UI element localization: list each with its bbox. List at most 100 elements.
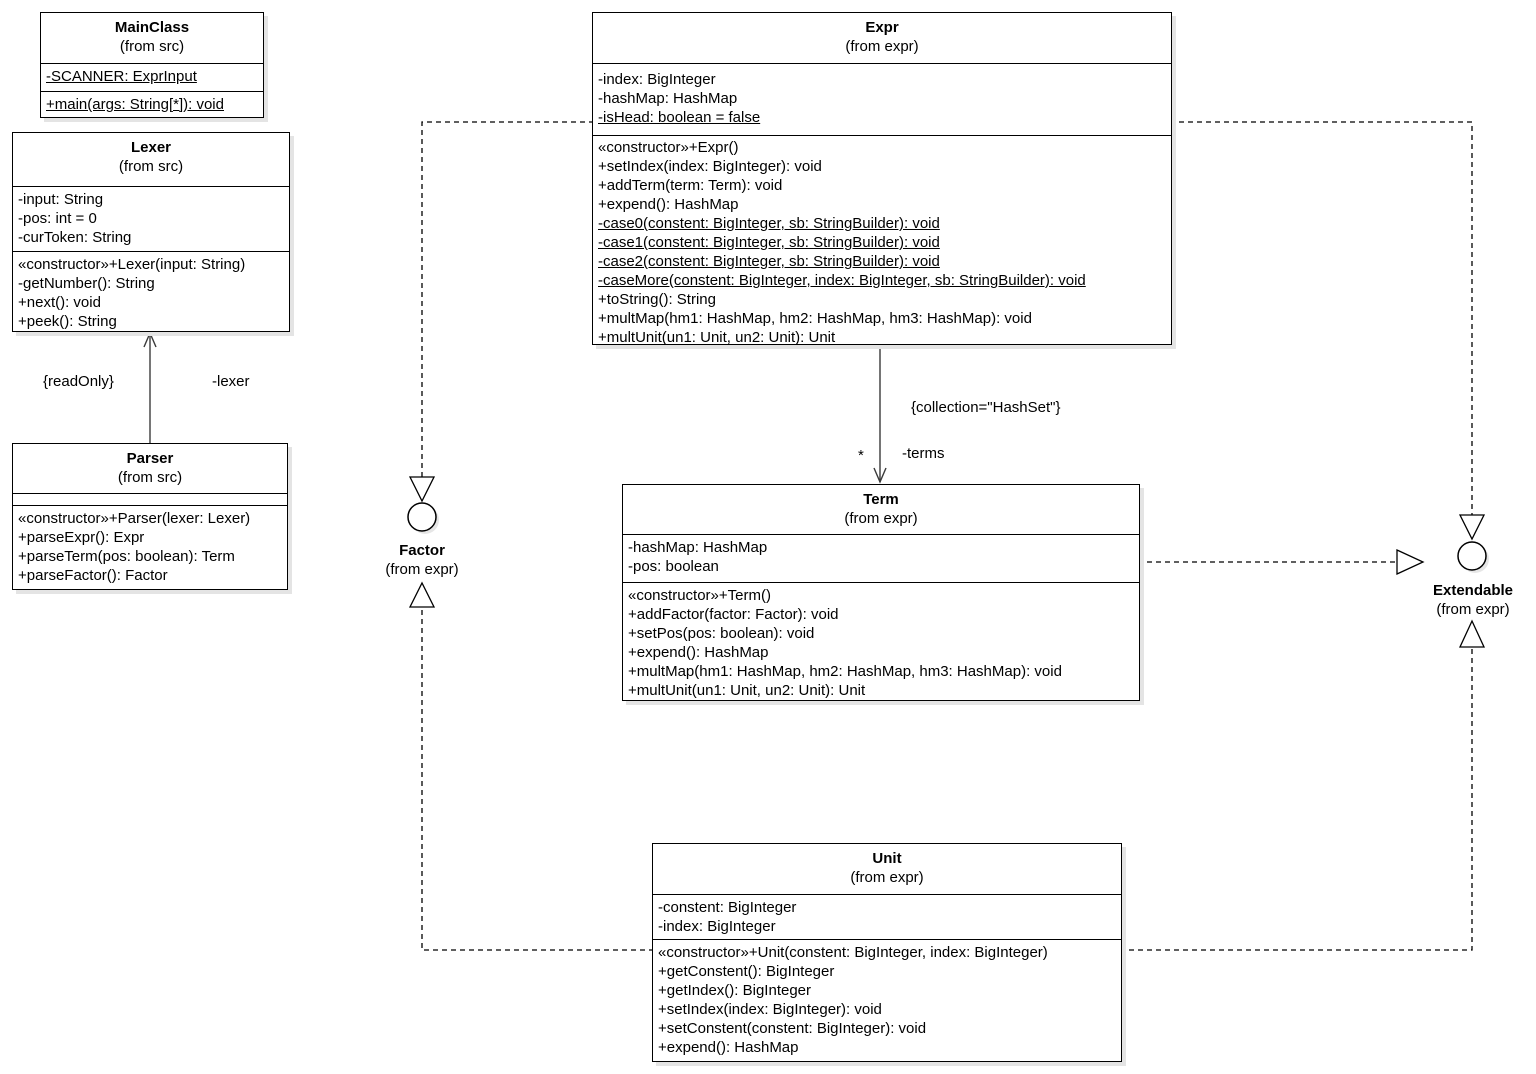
- class-package: (from expr): [845, 38, 919, 55]
- method-line: +peek(): String: [18, 313, 117, 330]
- method-line: +parseFactor(): Factor: [18, 567, 168, 584]
- method-line: «constructor»+Expr(): [598, 139, 739, 156]
- methods-compartment: «constructor»+Lexer(input: String) -getN…: [13, 251, 289, 333]
- method-line: +expend(): HashMap: [628, 644, 769, 661]
- unit-extendable-realization: [1120, 647, 1473, 951]
- class-box-unit[interactable]: Unit (from expr) -constent: BigInteger -…: [652, 843, 1122, 1062]
- attribute-line: -index: BigInteger: [658, 918, 776, 935]
- method-line: «constructor»+Parser(lexer: Lexer): [18, 510, 251, 527]
- method-line: +addTerm(term: Term): void: [598, 177, 783, 194]
- attribute-line: -isHead: boolean = false: [598, 109, 761, 126]
- method-line: +next(): void: [18, 294, 101, 311]
- attribute-line: -SCANNER: ExprInput: [46, 68, 197, 85]
- attributes-compartment: [13, 493, 287, 505]
- interface-extendable-label[interactable]: Extendable (from expr): [1399, 581, 1536, 619]
- class-header: Lexer (from src): [13, 133, 289, 186]
- extendable-interface-circle[interactable]: [1457, 541, 1487, 571]
- method-line: -case2(constent: BigInteger, sb: StringB…: [598, 253, 940, 270]
- method-line: +getIndex(): BigInteger: [658, 982, 812, 999]
- methods-compartment: «constructor»+Term() +addFactor(factor: …: [623, 582, 1139, 700]
- method-line: -case1(constent: BigInteger, sb: StringB…: [598, 234, 940, 251]
- class-name: Parser: [126, 450, 174, 467]
- constraint-readonly-label: {readOnly}: [43, 373, 114, 390]
- attributes-compartment: -index: BigInteger -hashMap: HashMap -is…: [593, 63, 1171, 135]
- method-line: +setIndex(index: BigInteger): void: [658, 1001, 882, 1018]
- attribute-line: -pos: int = 0: [18, 210, 97, 227]
- method-line: +multUnit(un1: Unit, un2: Unit): Unit: [598, 329, 836, 344]
- method-line: +main(args: String[*]): void: [46, 96, 224, 113]
- method-line: «constructor»+Lexer(input: String): [18, 256, 246, 273]
- class-header: Unit (from expr): [653, 844, 1121, 894]
- method-line: +addFactor(factor: Factor): void: [628, 606, 839, 623]
- attributes-compartment: -input: String -pos: int = 0 -curToken: …: [13, 186, 289, 251]
- expr-factor-realization: [421, 121, 594, 477]
- attribute-line: -index: BigInteger: [598, 71, 716, 88]
- attribute-line: -hashMap: HashMap: [598, 90, 738, 107]
- methods-compartment: +main(args: String[*]): void: [41, 91, 263, 119]
- attributes-compartment: -hashMap: HashMap -pos: boolean: [623, 534, 1139, 582]
- class-package: (from src): [118, 158, 184, 175]
- class-box-lexer[interactable]: Lexer (from src) -input: String -pos: in…: [12, 132, 290, 332]
- class-name: Term: [863, 491, 899, 508]
- class-box-term[interactable]: Term (from expr) -hashMap: HashMap -pos:…: [622, 484, 1140, 701]
- methods-compartment: «constructor»+Expr() +setIndex(index: Bi…: [593, 135, 1171, 344]
- method-line: «constructor»+Term(): [628, 587, 771, 604]
- method-line: +multMap(hm1: HashMap, hm2: HashMap, hm3…: [598, 310, 1032, 327]
- attribute-line: -constent: BigInteger: [658, 899, 797, 916]
- method-line: +expend(): HashMap: [598, 196, 739, 213]
- method-line: «constructor»+Unit(constent: BigInteger,…: [658, 944, 1048, 961]
- interface-package: (from expr): [385, 561, 459, 578]
- method-line: -case0(constent: BigInteger, sb: StringB…: [598, 215, 940, 232]
- method-line: +setConstent(constent: BigInteger): void: [658, 1020, 927, 1037]
- role-lexer-label: -lexer: [212, 373, 250, 390]
- class-name: MainClass: [114, 19, 190, 36]
- class-package: (from src): [119, 38, 185, 55]
- attribute-line: -hashMap: HashMap: [628, 539, 768, 556]
- method-line: +parseTerm(pos: boolean): Term: [18, 548, 235, 565]
- role-terms-label: -terms: [902, 445, 945, 462]
- attributes-compartment: -SCANNER: ExprInput: [41, 63, 263, 91]
- arrowhead-to-lexer: [143, 331, 157, 348]
- interface-name: Extendable: [1432, 582, 1514, 599]
- interface-package: (from expr): [1436, 601, 1510, 618]
- method-line: -getNumber(): String: [18, 275, 155, 292]
- class-header: Expr (from expr): [593, 13, 1171, 63]
- class-name: Lexer: [130, 139, 172, 156]
- unit-factor-realization: [421, 607, 654, 951]
- realization-triangle-factor-top: [408, 476, 436, 503]
- class-box-parser[interactable]: Parser (from src) «constructor»+Parser(l…: [12, 443, 288, 590]
- attribute-line: -input: String: [18, 191, 104, 208]
- arrowhead-to-term: [873, 467, 887, 484]
- attributes-compartment: -constent: BigInteger -index: BigInteger: [653, 894, 1121, 939]
- method-line: +expend(): HashMap: [658, 1039, 799, 1056]
- method-line: -caseMore(constent: BigInteger, index: B…: [598, 272, 1086, 289]
- method-line: +parseExpr(): Expr: [18, 529, 145, 546]
- realization-triangle-extendable-bottom: [1458, 619, 1486, 648]
- realization-triangle-extendable-left: [1396, 548, 1425, 576]
- class-package: (from expr): [850, 869, 924, 886]
- factor-interface-circle[interactable]: [407, 502, 437, 532]
- realization-triangle-extendable-top: [1458, 514, 1486, 541]
- method-line: +setIndex(index: BigInteger): void: [598, 158, 822, 175]
- class-header: Term (from expr): [623, 485, 1139, 534]
- attribute-line: -curToken: String: [18, 229, 132, 246]
- realization-triangle-factor-bottom: [408, 581, 436, 608]
- method-line: +multMap(hm1: HashMap, hm2: HashMap, hm3…: [628, 663, 1062, 680]
- multiplicity-star-label: *: [858, 447, 864, 464]
- method-line: +setPos(pos: boolean): void: [628, 625, 815, 642]
- attribute-line: -pos: boolean: [628, 558, 719, 575]
- class-package: (from expr): [844, 510, 918, 527]
- class-package: (from src): [117, 469, 183, 486]
- interface-name: Factor: [399, 542, 445, 559]
- interface-factor-label[interactable]: Factor (from expr): [347, 541, 497, 579]
- class-name: Expr: [865, 19, 899, 36]
- class-name: Unit: [872, 850, 902, 867]
- method-line: +getConstent(): BigInteger: [658, 963, 835, 980]
- class-box-expr[interactable]: Expr (from expr) -index: BigInteger -has…: [592, 12, 1172, 345]
- class-box-mainclass[interactable]: MainClass (from src) -SCANNER: ExprInput…: [40, 12, 264, 118]
- methods-compartment: «constructor»+Unit(constent: BigInteger,…: [653, 939, 1121, 1061]
- class-header: Parser (from src): [13, 444, 287, 493]
- constraint-collection-label: {collection="HashSet"}: [911, 399, 1061, 416]
